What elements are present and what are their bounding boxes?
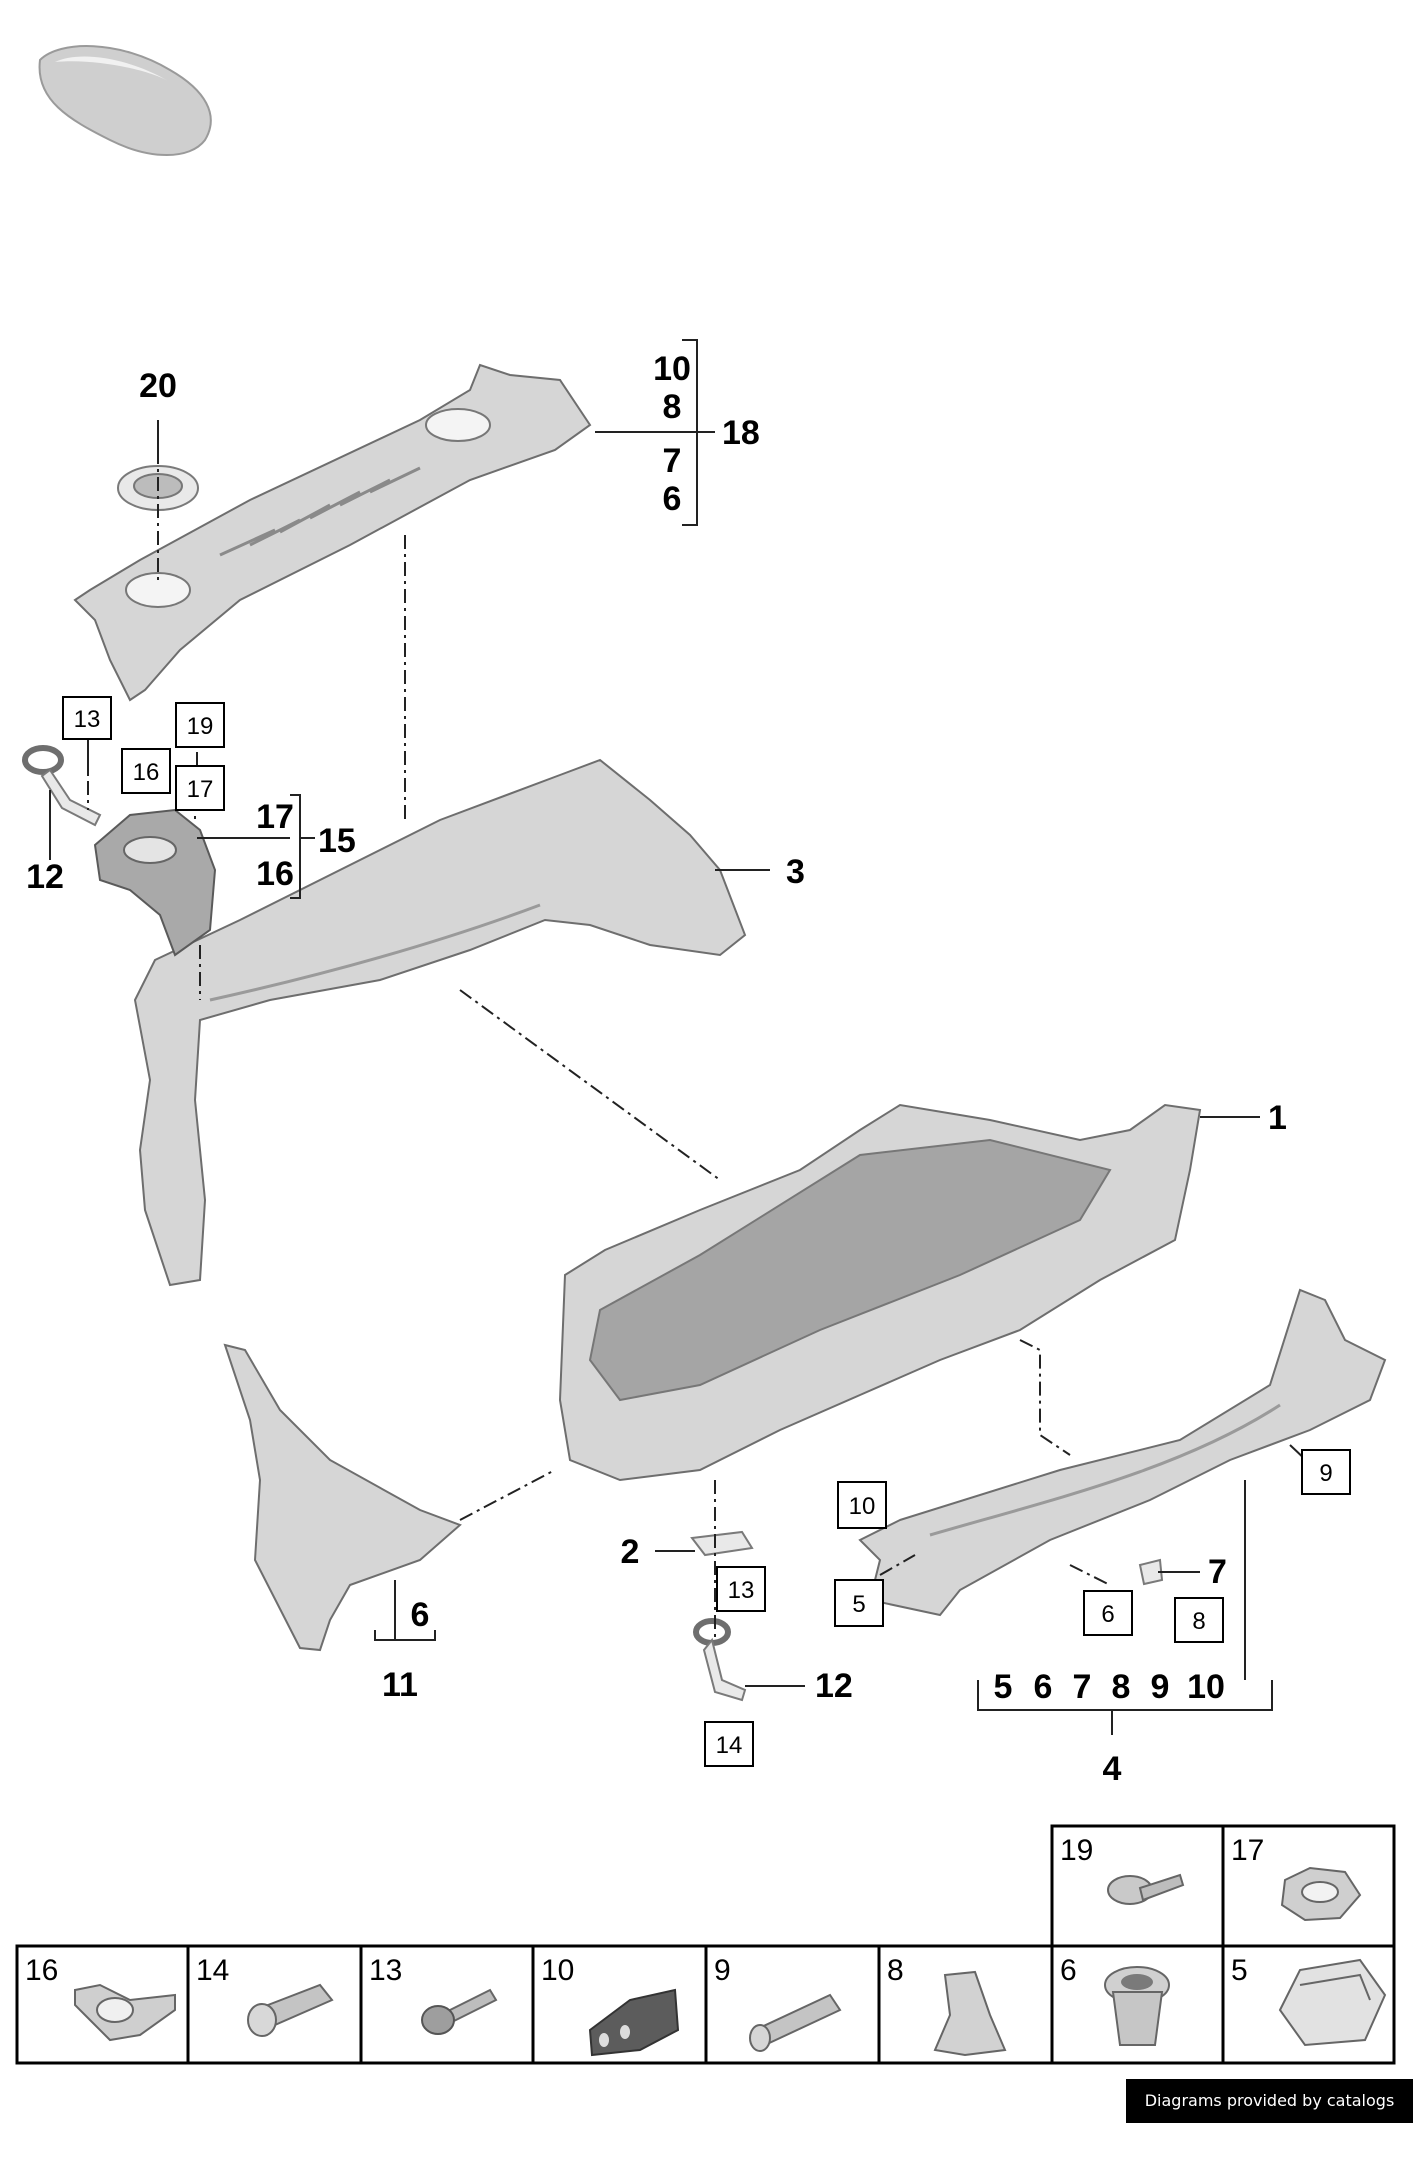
- callout-4-item-8: 8: [1112, 1668, 1131, 1706]
- callout-18-item-8: 8: [663, 388, 682, 426]
- grommet-icon: [1104, 1966, 1170, 2046]
- clip-part-2: [690, 1530, 754, 1557]
- push-rivet-icon: [1107, 1873, 1185, 1905]
- edge-protector-icon: [588, 1988, 680, 2057]
- boxed-label-17: 17: [175, 765, 225, 811]
- callout-1: 1: [1268, 1099, 1287, 1137]
- svg-text:13: 13: [728, 1577, 755, 1604]
- boxed-label-14: 14: [704, 1721, 754, 1767]
- boxed-label-19: 19: [175, 702, 225, 748]
- callout-4-item-9: 9: [1151, 1668, 1170, 1706]
- strap-part-12a: [22, 745, 102, 827]
- svg-text:9: 9: [1319, 1460, 1332, 1487]
- callout-20: 20: [139, 367, 177, 405]
- callout-18-item-10: 10: [653, 350, 691, 388]
- legend-label-14: 14: [196, 1954, 229, 1987]
- legend-label-16: 16: [25, 1954, 58, 1987]
- svg-text:14: 14: [716, 1732, 743, 1759]
- callout-18-item-6: 6: [663, 480, 682, 518]
- callout-2: 2: [621, 1533, 640, 1571]
- boxed-label-13-bottom: 13: [716, 1566, 766, 1612]
- boxed-label-5: 5: [834, 1579, 884, 1627]
- callout-12-top: 12: [26, 858, 64, 896]
- luggage-tray-part-1: [558, 1103, 1202, 1482]
- boxed-label-8: 8: [1174, 1597, 1224, 1643]
- legend-label-8: 8: [887, 1954, 904, 1987]
- boxed-label-16: 16: [121, 748, 171, 794]
- callout-4-item-7: 7: [1073, 1668, 1092, 1706]
- svg-text:16: 16: [133, 759, 160, 786]
- svg-text:19: 19: [187, 713, 214, 740]
- callout-4-item-10: 10: [1187, 1668, 1225, 1706]
- svg-text:6: 6: [1101, 1601, 1114, 1628]
- callout-18-item-7: 7: [663, 442, 682, 480]
- nut-icon: [1280, 1866, 1362, 1922]
- clip-icon: [74, 1983, 176, 2042]
- callout-4: 4: [1103, 1750, 1122, 1788]
- clip-part-7: [1138, 1558, 1164, 1586]
- screw-icon: [421, 1988, 498, 2035]
- callout-15: 15: [318, 822, 356, 860]
- legend-label-5: 5: [1231, 1954, 1248, 1987]
- legend-label-10: 10: [541, 1954, 574, 1987]
- legend-label-6: 6: [1060, 1954, 1077, 1987]
- callout-15-item-16: 16: [256, 855, 294, 893]
- callout-4-item-6: 6: [1034, 1668, 1053, 1706]
- legend-label-17: 17: [1231, 1834, 1264, 1867]
- credit-footer: Diagrams provided by catalogs parts: [1126, 2079, 1413, 2154]
- fastener-legend: 19 17 16 14 13 10 9 8 6 5: [15, 1824, 1396, 2065]
- callout-4-item-5: 5: [994, 1668, 1013, 1706]
- callout-6: 6: [411, 1596, 430, 1634]
- svg-text:8: 8: [1192, 1608, 1205, 1635]
- side-bracket-part-11: [223, 1343, 462, 1652]
- callout-18: 18: [722, 414, 760, 452]
- callout-11: 11: [382, 1666, 418, 1704]
- boxed-label-10: 10: [837, 1481, 887, 1529]
- legend-label-9: 9: [714, 1954, 731, 1987]
- side-trim-part-3: [133, 758, 747, 1287]
- strap-part-12b: [693, 1618, 747, 1702]
- legend-label-19: 19: [1060, 1834, 1093, 1867]
- boxed-label-6: 6: [1083, 1590, 1133, 1636]
- boxed-label-9: 9: [1301, 1449, 1351, 1495]
- svg-text:10: 10: [849, 1493, 876, 1520]
- legend-label-13: 13: [369, 1954, 402, 1987]
- callout-12-bottom: 12: [815, 1667, 853, 1705]
- boxed-label-13-top: 13: [62, 696, 112, 740]
- callout-3: 3: [786, 853, 805, 891]
- car-thumbnail-icon: [38, 45, 212, 156]
- svg-text:13: 13: [74, 706, 101, 733]
- svg-text:5: 5: [852, 1591, 865, 1618]
- parts-diagram: 20 10 8 7 6 18 17 16 15 12 3 1 2 7 6 11 …: [15, 45, 1396, 2065]
- leader-lines: [49, 339, 1309, 1735]
- plug-icon: [749, 1993, 842, 2052]
- svg-text:17: 17: [187, 776, 214, 803]
- bracket-clip-icon: [1278, 1958, 1387, 2047]
- spring-clip-icon: [933, 1970, 1007, 2057]
- expansion-bolt-icon: [247, 1983, 334, 2037]
- bracket-part-15: [93, 808, 217, 957]
- callout-7: 7: [1208, 1553, 1227, 1591]
- rear-shelf-part-18: [73, 363, 592, 702]
- callout-15-item-17: 17: [256, 798, 294, 836]
